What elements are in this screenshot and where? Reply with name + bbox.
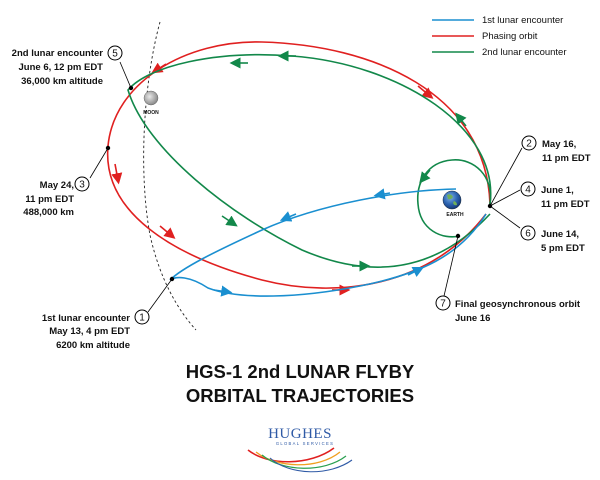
legend: 1st lunar encounter Phasing orbit 2nd lu… — [432, 15, 567, 58]
second-encounter-arrows — [221, 50, 467, 272]
logo-wordmark: HUGHES — [268, 426, 332, 442]
event-5-line-3: 36,000 km altitude — [21, 76, 103, 87]
logo-swoosh-green — [261, 454, 347, 469]
blue-arrow — [213, 285, 233, 297]
second-encounter-path — [127, 53, 492, 268]
event-3-line-2: 11 pm EDT — [25, 194, 74, 205]
moon: MOON — [143, 90, 159, 116]
hughes-logo: HUGHES GLOBAL SERVICES — [247, 426, 353, 473]
blue-arrow — [373, 188, 391, 200]
red-arrow — [159, 225, 176, 239]
diagram-title: HGS-1 2nd LUNAR FLYBY ORBITAL TRAJECTORI… — [186, 361, 415, 406]
legend-label-2nd-encounter: 2nd lunar encounter — [482, 47, 567, 58]
phasing-orbit-path — [106, 41, 491, 289]
event-3-line-1: May 24, — [40, 180, 74, 191]
event-3-line-3: 488,000 km — [23, 207, 74, 218]
event-4-label: 4 June 1, 11 pm EDT — [520, 181, 590, 210]
event-6-leader — [489, 205, 521, 229]
event-2-number: 2 — [526, 139, 532, 150]
red-arrow — [151, 62, 167, 74]
event-7-leader — [443, 235, 459, 297]
earth-icon — [442, 190, 462, 210]
event-7-line-2: June 16 — [455, 313, 490, 324]
event-3-label: May 24, 11 pm EDT 488,000 km 3 — [23, 176, 90, 218]
event-3-number: 3 — [79, 180, 85, 191]
earth-continent — [447, 194, 457, 206]
earth: EARTH — [442, 190, 464, 218]
event-1-line-1: 1st lunar encounter — [42, 313, 130, 324]
first-encounter-arrows — [213, 188, 425, 297]
event-4-line-2: 11 pm EDT — [541, 199, 590, 210]
green-arrow — [455, 112, 467, 127]
logo-swoosh-orange — [255, 451, 341, 466]
blue-arrow — [407, 266, 425, 278]
event-4-leader — [489, 189, 521, 207]
event-6-badge — [520, 225, 536, 241]
first-encounter-path — [169, 188, 487, 297]
moon-label: MOON — [143, 110, 159, 116]
event-7-label: 7 Final geosynchronous orbit June 16 — [435, 295, 581, 324]
event-4-line-1: June 1, — [541, 185, 574, 196]
event-3-leader — [89, 147, 109, 179]
event-markers — [89, 61, 523, 313]
green-arrow — [419, 169, 431, 184]
event-6-label: 6 June 14, 5 pm EDT — [520, 225, 585, 254]
event-7-number: 7 — [440, 299, 446, 310]
event-2-badge — [521, 135, 537, 151]
event-1-label: 1 1st lunar encounter May 13, 4 pm EDT 6… — [42, 309, 150, 351]
event-5-line-1: 2nd lunar encounter — [12, 48, 104, 59]
phasing-orbit-arrows — [111, 62, 434, 296]
event-7-line-1: Final geosynchronous orbit — [455, 299, 581, 310]
logo-subtitle: GLOBAL SERVICES — [276, 441, 334, 446]
logo-swoosh-red — [247, 447, 335, 463]
legend-label-1st-encounter: 1st lunar encounter — [482, 15, 563, 26]
event-6-line-1: June 14, — [541, 229, 579, 240]
green-arrow — [221, 215, 238, 227]
title-line-2: ORBITAL TRAJECTORIES — [186, 385, 414, 406]
moon-orbit-dashed-path — [143, 21, 197, 331]
title-line-1: HGS-1 2nd LUNAR FLYBY — [186, 361, 415, 382]
event-2-leader — [489, 147, 523, 207]
moon-icon — [143, 90, 159, 106]
event-2-label: 2 May 16, 11 pm EDT — [521, 135, 591, 164]
event-1-leader — [147, 278, 173, 313]
event-5-line-2: June 6, 12 pm EDT — [19, 62, 104, 73]
earth-label: EARTH — [446, 212, 464, 218]
event-5-number: 5 — [112, 49, 118, 60]
event-4-badge — [520, 181, 536, 197]
event-3-badge — [74, 176, 90, 192]
event-5-leader — [119, 61, 132, 89]
event-5-badge — [107, 45, 123, 61]
event-5-label: 2nd lunar encounter June 6, 12 pm EDT 36… — [12, 45, 123, 87]
event-6-line-2: 5 pm EDT — [541, 243, 585, 254]
event-6-number: 6 — [525, 229, 531, 240]
event-1-line-2: May 13, 4 pm EDT — [49, 326, 130, 337]
event-1-line-3: 6200 km altitude — [56, 340, 130, 351]
event-4-number: 4 — [525, 185, 531, 196]
logo-swoosh-blue — [269, 457, 353, 473]
legend-label-phasing: Phasing orbit — [482, 31, 538, 42]
event-2-line-1: May 16, — [542, 139, 576, 150]
event-1-number: 1 — [139, 313, 145, 324]
event-7-badge — [435, 295, 451, 311]
red-arrow — [417, 85, 434, 99]
red-arrow — [111, 163, 123, 185]
event-2-line-2: 11 pm EDT — [542, 153, 591, 164]
event-1-badge — [134, 309, 150, 325]
blue-arrow — [279, 211, 297, 222]
